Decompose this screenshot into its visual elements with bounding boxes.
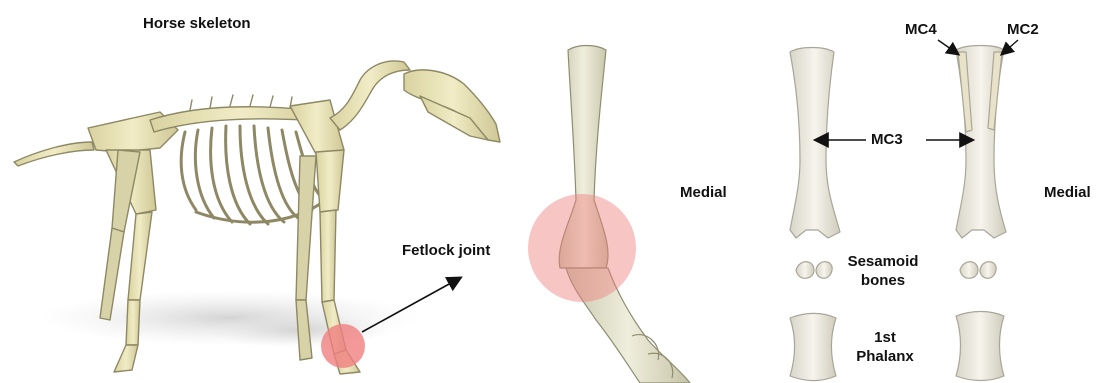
fetlock-highlight-small: [321, 324, 365, 368]
fetlock-joint-label: Fetlock joint: [402, 242, 490, 259]
first-phalanx-label: 1st Phalanx: [848, 328, 922, 366]
mc3-label: MC3: [871, 131, 903, 148]
mc4-arrow: [938, 40, 958, 54]
sesamoid-left-a: [796, 262, 814, 279]
front-leg-upper: [316, 150, 344, 212]
medial-label-right: Medial: [1044, 184, 1091, 201]
mc2-label: MC2: [1007, 21, 1039, 38]
tail-bone: [14, 142, 94, 166]
mc4-label: MC4: [905, 21, 937, 38]
skull-bone: [404, 70, 500, 142]
bone-detail-left: [790, 48, 840, 381]
mc3-bone-left: [790, 48, 840, 239]
sesamoid-right-b: [980, 262, 996, 279]
mc2-arrow: [1002, 40, 1018, 54]
medial-label-left: Medial: [680, 184, 727, 201]
fetlock-highlight-large: [528, 194, 636, 302]
front-leg-lower: [320, 210, 336, 302]
sesamoid-right-a: [960, 262, 978, 279]
sesamoid-bones-label: Sesamoid bones: [840, 252, 926, 290]
scapula-bone: [290, 100, 344, 154]
diagram-title: Horse skeleton: [143, 15, 251, 32]
hind-leg-lower: [128, 212, 152, 300]
neck-vertebrae: [330, 61, 410, 130]
sesamoid-left-b: [816, 262, 832, 279]
phalanx-bone-right: [956, 312, 1004, 381]
phalanx-bone-left: [790, 314, 836, 381]
bone-detail-right: [956, 46, 1006, 381]
horse-skeleton-figure: [14, 61, 500, 374]
